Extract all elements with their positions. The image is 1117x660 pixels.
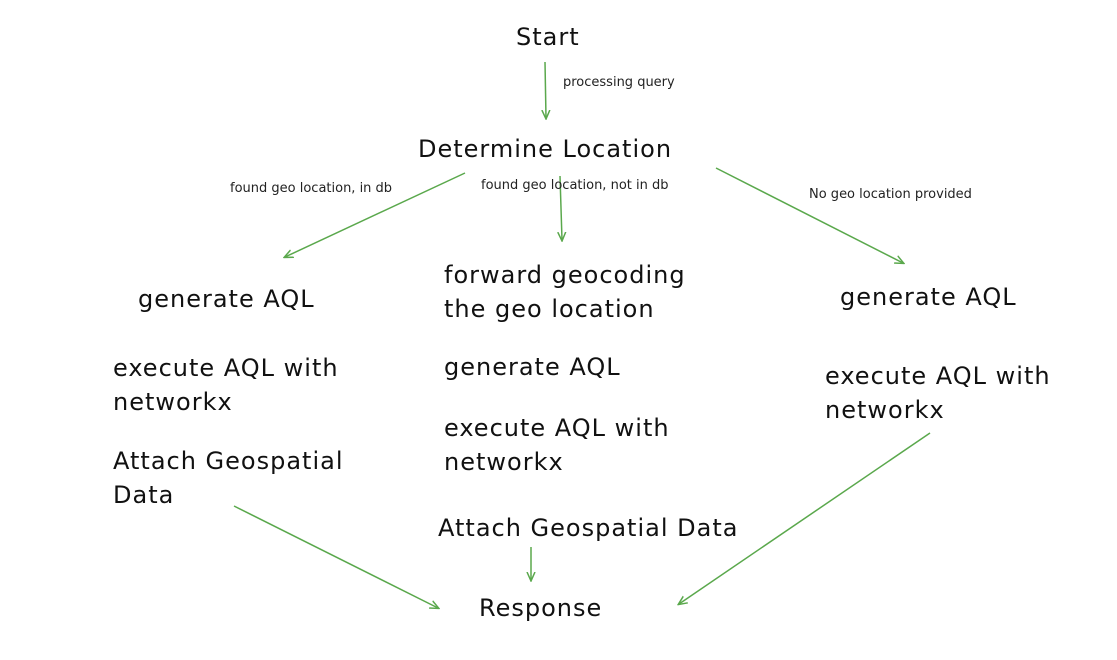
arrow-start-to-determine — [545, 61, 546, 118]
right-execute-aql-line1: execute AQL with — [825, 362, 1051, 390]
arrow-determine-to-left — [285, 172, 466, 257]
middle-attach-geospatial-node: Attach Geospatial Data — [438, 514, 739, 542]
arrow-determine-to-middle — [560, 175, 562, 240]
left-attach-geospatial-node: Attach Geospatial Data — [113, 444, 344, 512]
start-node: Start — [516, 23, 580, 51]
right-execute-aql-line2: networkx — [825, 396, 945, 424]
response-node: Response — [479, 594, 603, 622]
middle-execute-aql-line1: execute AQL with — [444, 414, 670, 442]
determine-location-node: Determine Location — [418, 135, 673, 163]
edge-label-found-not-in-db: found geo location, not in db — [481, 178, 669, 193]
arrow-determine-to-right — [715, 167, 903, 263]
right-execute-aql-node: execute AQL with networkx — [825, 359, 1051, 427]
arrow-left-to-response — [233, 505, 438, 608]
middle-forward-geocoding-node: forward geocoding the geo location — [444, 258, 686, 326]
left-execute-aql-line1: execute AQL with — [113, 354, 339, 382]
left-execute-aql-node: execute AQL with networkx — [113, 351, 339, 419]
middle-generate-aql-node: generate AQL — [444, 353, 621, 381]
middle-forward-geocoding-line1: forward geocoding — [444, 261, 686, 289]
edge-label-no-geo: No geo location provided — [809, 187, 972, 202]
arrow-right-to-response — [679, 432, 931, 604]
left-generate-aql-node: generate AQL — [138, 285, 315, 313]
left-attach-line2: Data — [113, 481, 175, 509]
right-generate-aql-node: generate AQL — [840, 283, 1017, 311]
edge-label-found-in-db: found geo location, in db — [230, 181, 393, 196]
middle-execute-aql-line2: networkx — [444, 448, 564, 476]
left-attach-line1: Attach Geospatial — [113, 447, 344, 475]
middle-execute-aql-node: execute AQL with networkx — [444, 411, 670, 479]
edge-label-processing-query: processing query — [563, 75, 675, 90]
middle-forward-geocoding-line2: the geo location — [444, 295, 655, 323]
left-execute-aql-line2: networkx — [113, 388, 233, 416]
